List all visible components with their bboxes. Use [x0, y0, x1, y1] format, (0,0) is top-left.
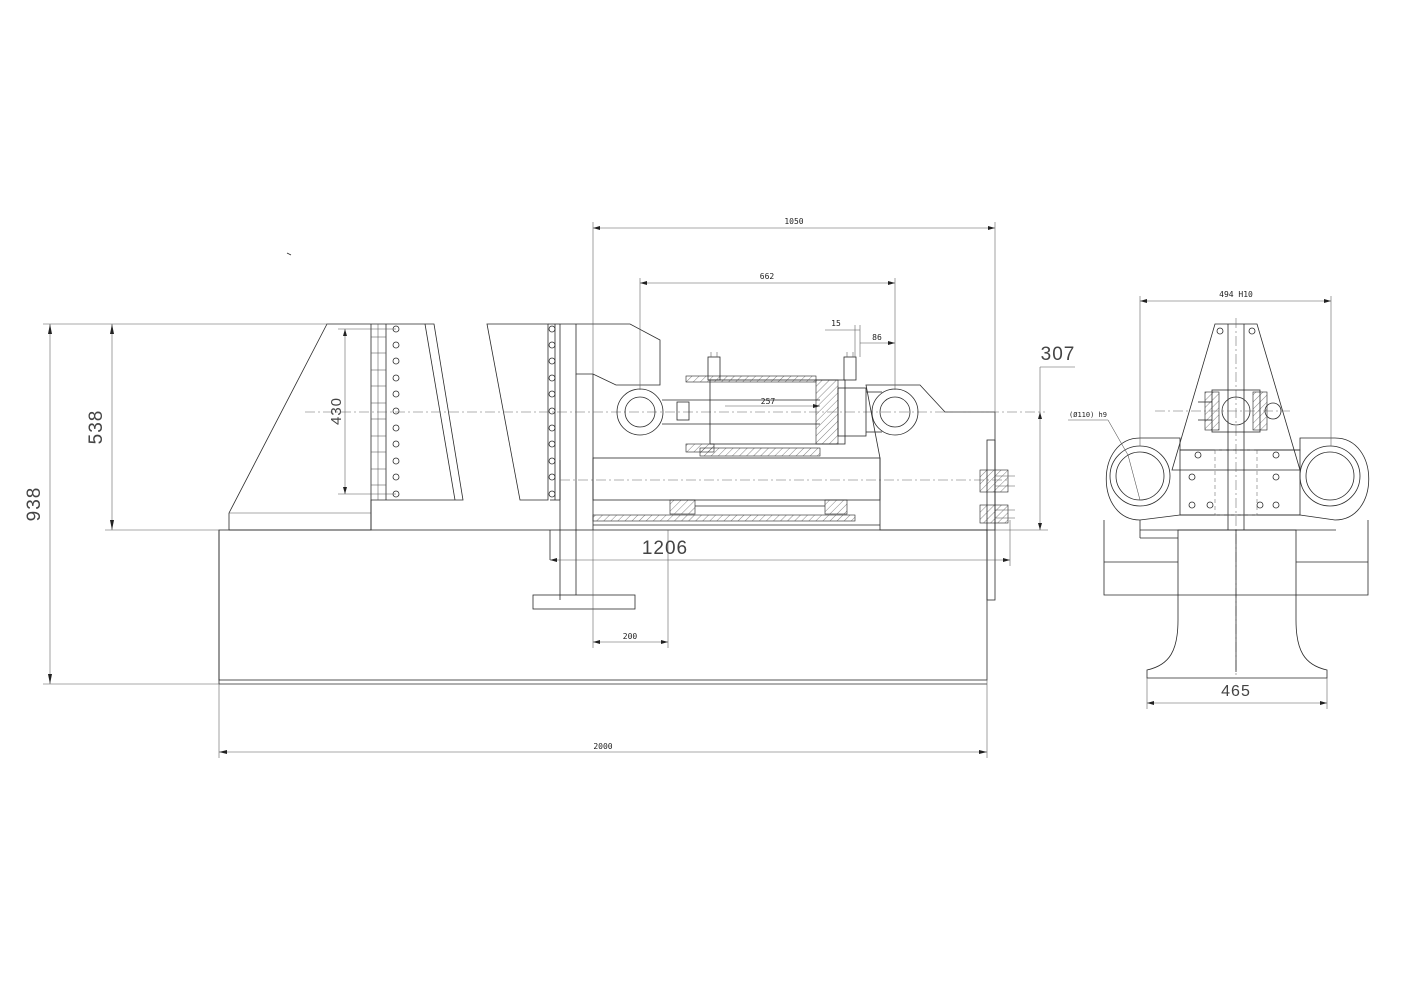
dim-1206: 1206 [642, 538, 688, 559]
left-pin-inner [624, 396, 656, 428]
dimension-lines [43, 222, 1075, 758]
dim-494: 494 H10 [1219, 290, 1253, 299]
dim-307: 307 [1041, 344, 1076, 365]
dim-200: 200 [623, 632, 638, 641]
dim-465: 465 [1221, 683, 1251, 700]
bolt-row-left [392, 325, 400, 498]
lower-plate [592, 514, 856, 522]
side-view [218, 323, 1045, 685]
dim-938: 938 [24, 487, 45, 522]
rail [1146, 529, 1328, 679]
dim-662: 662 [760, 272, 775, 281]
end-view [1068, 296, 1370, 709]
dim-15: 15 [831, 319, 841, 328]
left-chute [228, 323, 464, 531]
base-frame [218, 529, 988, 681]
right-bracket [865, 384, 996, 531]
dim-1050: 1050 [784, 217, 803, 226]
upper-bracket [560, 323, 661, 386]
bolt-row-right [548, 325, 556, 498]
dim-2000: 2000 [593, 742, 612, 751]
right-pin-inner [879, 396, 911, 428]
end-view-lobes [1105, 437, 1370, 521]
right-chute [486, 323, 549, 501]
dim-110: (Ø110) h9 [1069, 411, 1107, 419]
dim-538: 538 [86, 410, 107, 445]
port-left [707, 356, 721, 381]
dim-86: 86 [872, 333, 882, 342]
foot-plate [532, 594, 636, 610]
dim-430: 430 [328, 397, 345, 425]
stray-mark [286, 252, 292, 256]
port-right [843, 356, 857, 381]
dim-257: 257 [761, 397, 776, 406]
